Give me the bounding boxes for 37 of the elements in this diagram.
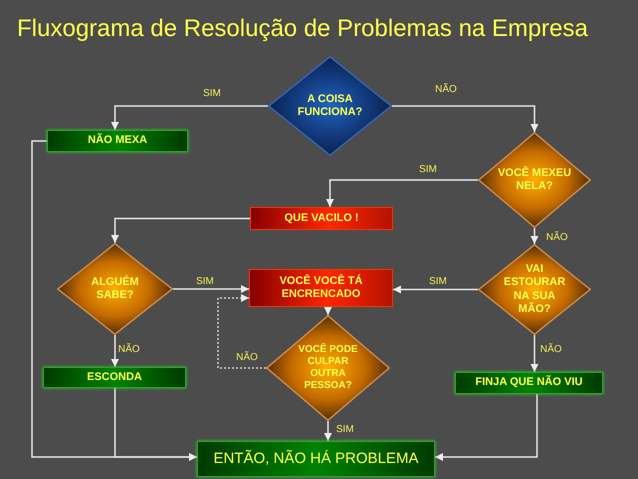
- question-text: VAI ESTOURAR NA SUA MÃO?: [502, 263, 566, 316]
- step-text: FINJA QUE NÃO VIU: [475, 376, 583, 390]
- question-text: ALGUÉM SABE?: [90, 276, 140, 302]
- decision-diamond: [57, 243, 173, 335]
- arrow: [392, 105, 538, 132]
- step-text: VOCÊ VOCÊ TÁ ENCRENCADO: [278, 274, 364, 302]
- arrow: [111, 335, 119, 367]
- arrow: [324, 307, 332, 315]
- arrow: [326, 179, 478, 207]
- arrow: [435, 394, 538, 461]
- arrow: [530, 335, 538, 372]
- decision-diamond: [268, 56, 392, 156]
- decision-diamond: [266, 315, 390, 421]
- arrow: [324, 421, 332, 441]
- arrow: [111, 105, 268, 130]
- arrow: [111, 218, 250, 243]
- process-step: [43, 367, 186, 388]
- question-text: VOCÊ PODE CULPAR OUTRA PESSOA?: [297, 344, 359, 392]
- process-step: [47, 130, 188, 152]
- process-step: [455, 372, 603, 394]
- diagram-title: Fluxograma de Resolução de Problemas na Empresa: [17, 14, 588, 44]
- arrow: [393, 286, 478, 294]
- process-step: [197, 441, 435, 477]
- step-text: NÃO MEXA: [88, 134, 148, 148]
- question-text: VOCÊ MEXEU NELA?: [496, 166, 572, 194]
- process-step: [249, 269, 393, 307]
- step-text: ESCONDA: [86, 370, 142, 384]
- decision-diamond: [478, 132, 591, 228]
- step-text: ENTÃO, NÃO HÁ PROBLEMA: [213, 450, 419, 468]
- decision-diamond: [478, 244, 591, 335]
- process-step: [250, 207, 393, 230]
- arrow: [31, 140, 197, 461]
- step-text: QUE VACILO !: [284, 212, 359, 226]
- arrow: [530, 228, 538, 244]
- arrow: [173, 285, 249, 293]
- dotted-arrow: [217, 294, 266, 369]
- question-text: A COISA FUNCIONA?: [296, 92, 364, 120]
